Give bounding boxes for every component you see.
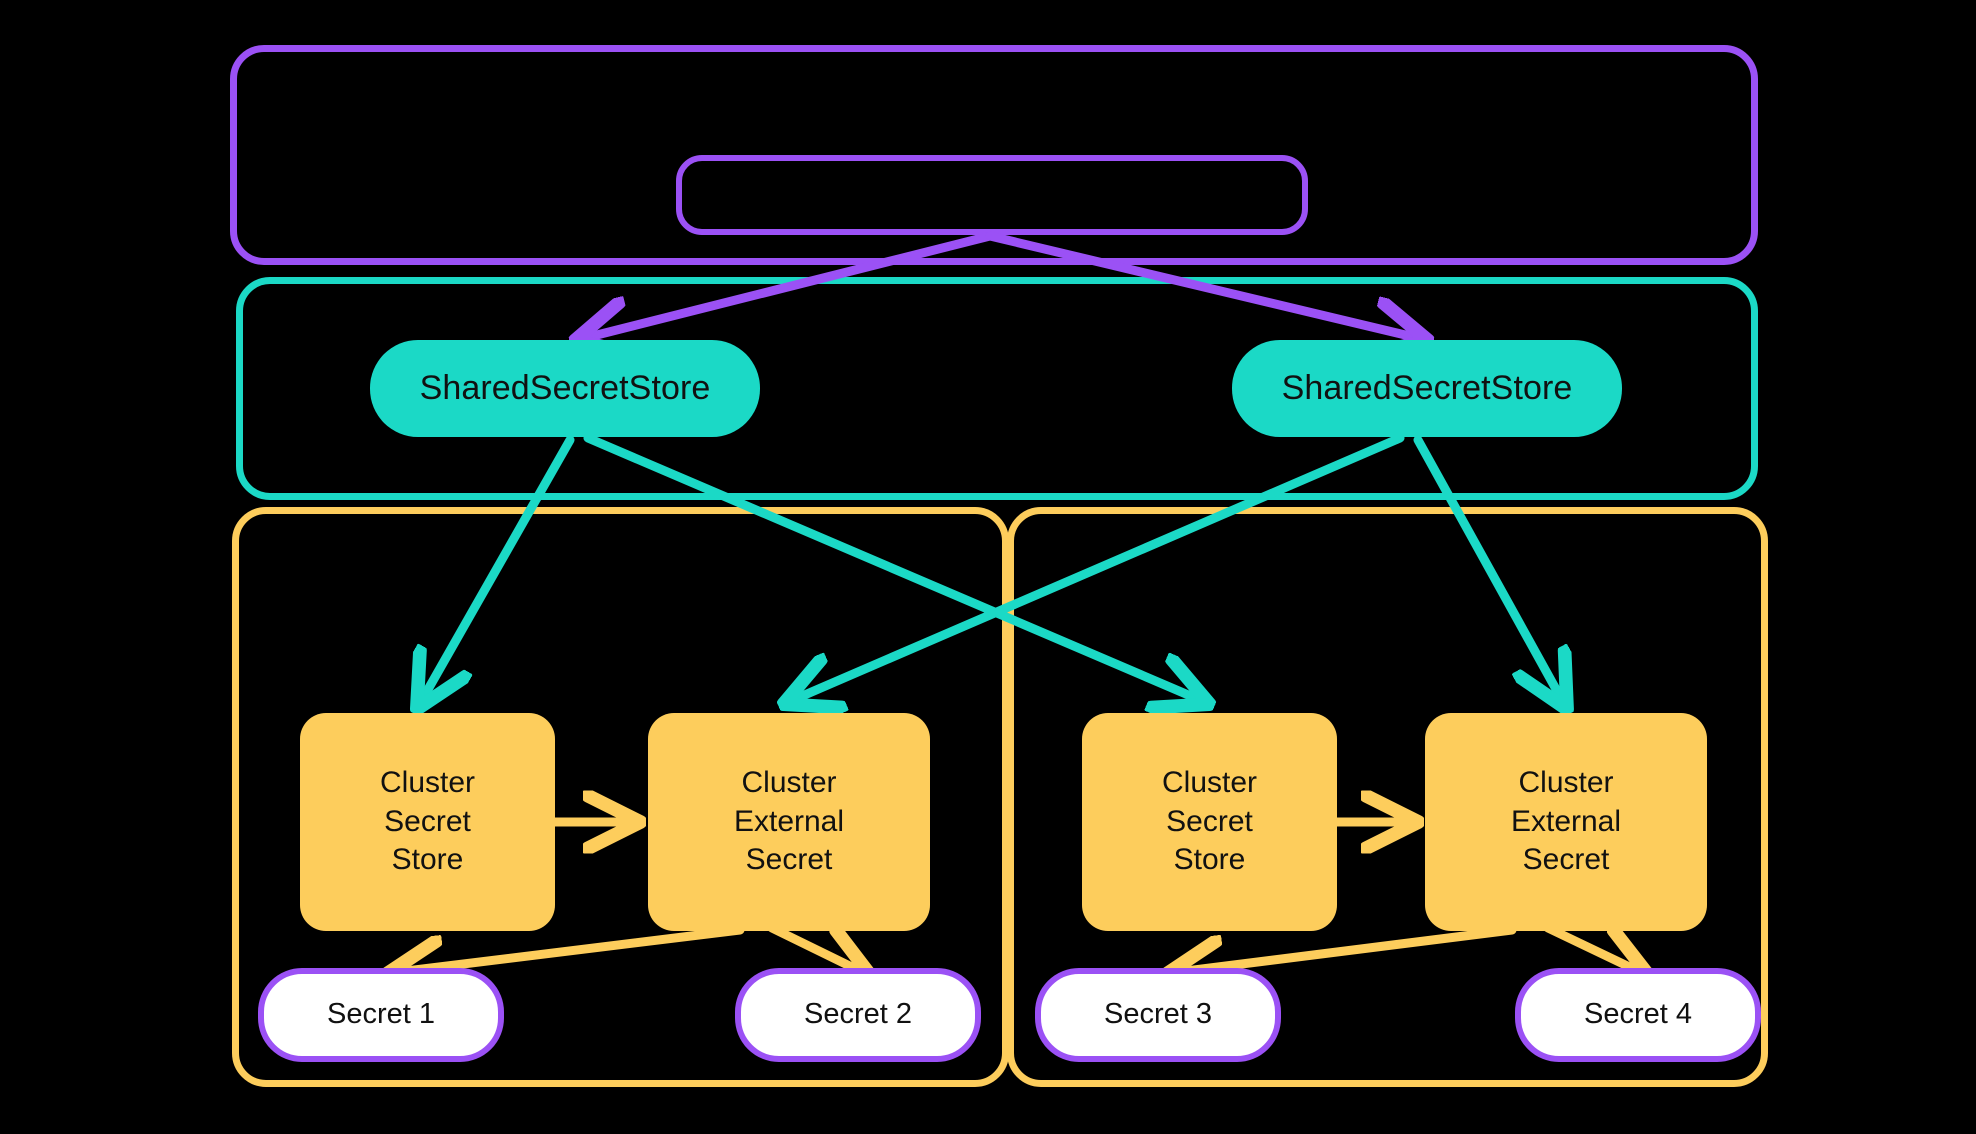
node-label: Secret 2 bbox=[804, 998, 912, 1031]
node-label: SharedSecretStore bbox=[1281, 368, 1573, 407]
node-secret-4[interactable]: Secret 4 bbox=[1515, 968, 1761, 1062]
node-cluster-secret-store-right[interactable]: Cluster Secret Store bbox=[1082, 713, 1337, 931]
node-label: SharedSecretStore bbox=[419, 368, 711, 407]
node-secret-2[interactable]: Secret 2 bbox=[735, 968, 981, 1062]
node-label: Cluster External Secret bbox=[733, 766, 845, 877]
node-label: Secret 4 bbox=[1584, 998, 1692, 1031]
node-label: Cluster Secret Store bbox=[1161, 766, 1258, 877]
node-label: Secret 1 bbox=[327, 998, 435, 1031]
node-cluster-external-secret-right[interactable]: Cluster External Secret bbox=[1425, 713, 1707, 931]
node-cluster-secret-store-left[interactable]: Cluster Secret Store bbox=[300, 713, 555, 931]
node-label: Cluster Secret Store bbox=[379, 766, 476, 877]
node-cluster-external-secret-left[interactable]: Cluster External Secret bbox=[648, 713, 930, 931]
node-secret-1[interactable]: Secret 1 bbox=[258, 968, 504, 1062]
node-shared-secret-store-left[interactable]: SharedSecretStore bbox=[370, 340, 760, 437]
node-secret-3[interactable]: Secret 3 bbox=[1035, 968, 1281, 1062]
node-label: Secret 3 bbox=[1104, 998, 1212, 1031]
node-label: Cluster External Secret bbox=[1510, 766, 1622, 877]
node-shared-secret-store-right[interactable]: SharedSecretStore bbox=[1232, 340, 1622, 437]
inner-purple-pill[interactable] bbox=[676, 155, 1308, 235]
